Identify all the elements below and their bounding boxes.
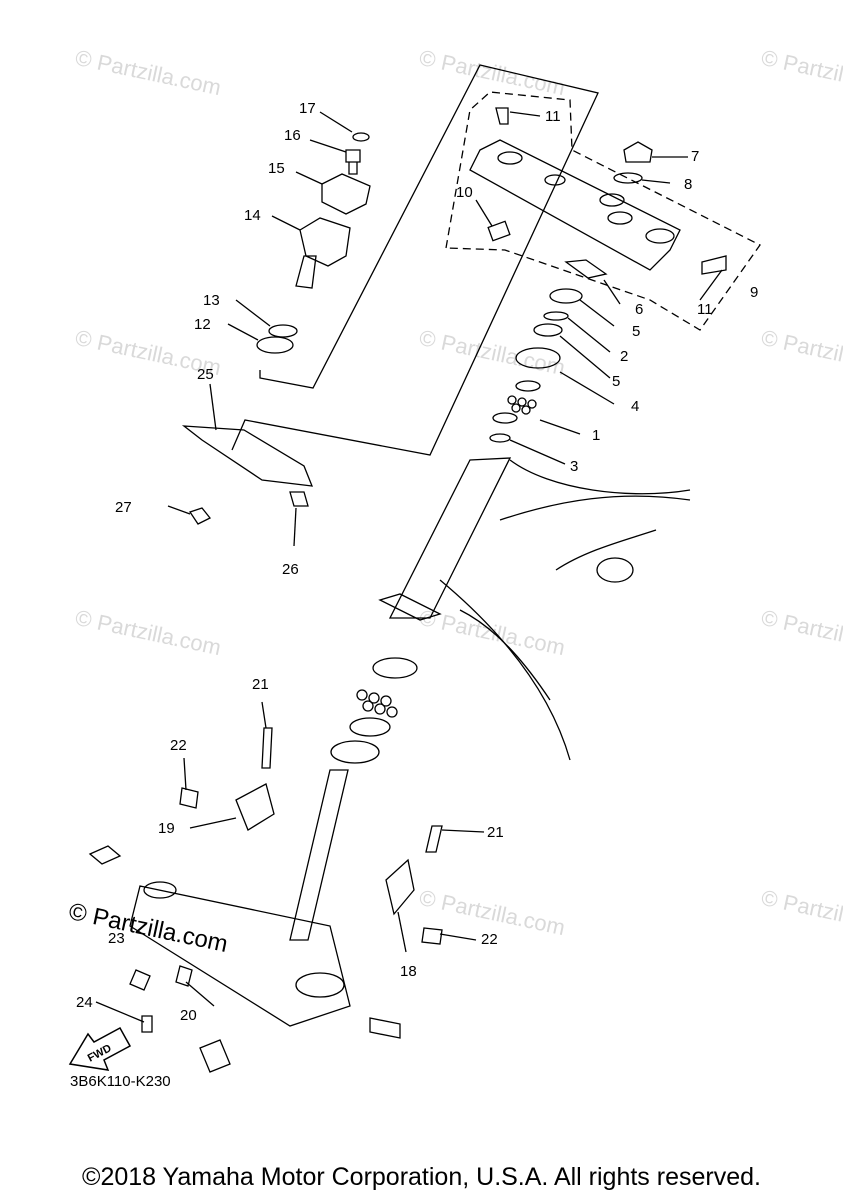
callout-22b: 22 xyxy=(481,931,498,948)
part-10 xyxy=(487,220,511,242)
callout-11b: 11 xyxy=(697,301,713,318)
part-2 xyxy=(543,311,569,321)
dust-seal xyxy=(330,740,380,764)
part-5a xyxy=(549,288,583,304)
steering-stem xyxy=(289,769,349,941)
callout-21b: 21 xyxy=(487,824,504,841)
part-27 xyxy=(188,507,212,525)
part-24 xyxy=(141,1015,153,1033)
callout-18: 18 xyxy=(400,963,417,980)
bracket-18 xyxy=(385,858,415,916)
callout-27: 27 xyxy=(115,499,132,516)
part-7 xyxy=(623,141,653,163)
callout-6: 6 xyxy=(635,301,644,318)
part-16 xyxy=(345,149,361,175)
callout-23: 23 xyxy=(108,930,125,947)
callout-2: 2 xyxy=(620,348,629,365)
callout-24: 24 xyxy=(76,994,93,1011)
callout-15: 15 xyxy=(268,160,285,177)
part-3 xyxy=(489,433,511,443)
callout-14: 14 xyxy=(244,207,261,224)
bracket-19 xyxy=(235,783,275,831)
callout-13: 13 xyxy=(203,292,220,309)
callout-16: 16 xyxy=(284,127,301,144)
part-23 xyxy=(129,969,151,991)
clip-22-left xyxy=(179,787,199,809)
clip-22-right xyxy=(421,927,443,945)
callout-4: 4 xyxy=(631,398,640,415)
subassembly-outline-9 xyxy=(445,91,761,331)
callout-9: 9 xyxy=(750,284,759,301)
upper-bracket xyxy=(469,139,681,271)
front-bolt xyxy=(88,845,122,865)
assembly-outline xyxy=(231,64,599,456)
callout-8: 8 xyxy=(684,176,693,193)
lower-race-top xyxy=(372,657,418,679)
part-5b xyxy=(533,323,563,337)
copyright-notice: ©2018 Yamaha Motor Corporation, U.S.A. A… xyxy=(82,1163,761,1191)
fwd-arrow-icon: FWD xyxy=(68,1026,132,1071)
callout-5a: 5 xyxy=(632,323,641,340)
callout-19: 19 xyxy=(158,820,175,837)
callout-11a: 11 xyxy=(545,108,561,125)
callout-17: 17 xyxy=(299,100,316,117)
ball-race-lower xyxy=(492,412,518,424)
part-26 xyxy=(289,491,309,507)
bolt-21-right xyxy=(425,825,443,853)
callout-21a: 21 xyxy=(252,676,269,693)
callout-1: 1 xyxy=(592,427,601,444)
callout-10: 10 xyxy=(456,184,473,201)
part-8 xyxy=(613,172,643,184)
part-14 xyxy=(295,217,351,289)
callout-22a: 22 xyxy=(170,737,187,754)
lower-race xyxy=(349,717,391,737)
diagram-code: 3B6K110-K230 xyxy=(70,1073,171,1090)
callout-26: 26 xyxy=(282,561,299,578)
callout-3: 3 xyxy=(570,458,579,475)
lower-bracket xyxy=(129,885,351,1027)
part-bottom-nut xyxy=(199,1039,231,1073)
part-13 xyxy=(268,324,298,338)
ball-race-upper xyxy=(515,380,541,392)
part-4 xyxy=(515,347,561,369)
part-15 xyxy=(321,173,371,215)
callout-12: 12 xyxy=(194,316,211,333)
callout-7: 7 xyxy=(691,148,700,165)
part-11a xyxy=(495,107,509,125)
part-6 xyxy=(564,259,608,279)
part-17 xyxy=(352,132,370,142)
cable-guide-25 xyxy=(181,425,314,487)
callout-5b: 5 xyxy=(612,373,621,390)
frame-head-pipe xyxy=(388,457,512,619)
rear-bolt xyxy=(369,1017,401,1039)
part-20 xyxy=(175,965,193,987)
part-11b xyxy=(701,255,727,275)
callout-25: 25 xyxy=(197,366,214,383)
bolt-21-left xyxy=(261,727,273,769)
part-12 xyxy=(256,336,294,354)
callout-20: 20 xyxy=(180,1007,197,1024)
